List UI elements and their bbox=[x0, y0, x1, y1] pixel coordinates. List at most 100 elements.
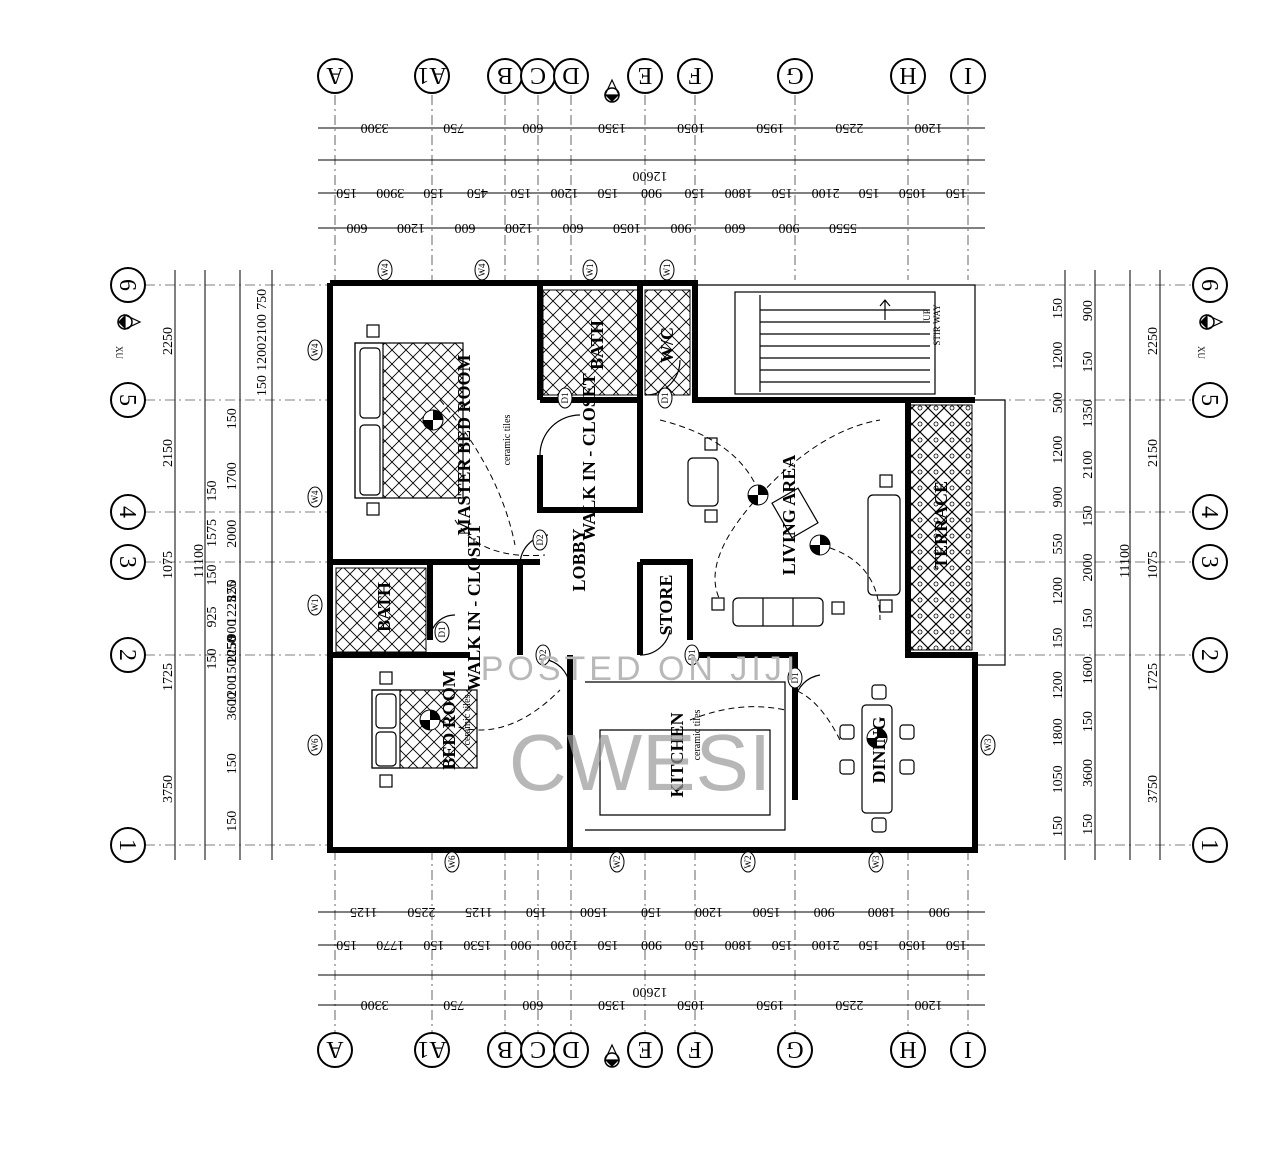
room-label-kitchen: KITCHEN bbox=[667, 712, 687, 797]
dim-bottom_row2-13: 1050 bbox=[899, 937, 927, 952]
dim-bottom_row1-8: 900 bbox=[814, 904, 835, 919]
watermark: POSTED ON JIJI CWESI bbox=[481, 650, 796, 807]
grid-bubble-5-left: 5 bbox=[110, 382, 146, 418]
dim-right_mid-2: 500 bbox=[1051, 392, 1066, 413]
dim-top_row3-13: 1050 bbox=[899, 185, 927, 200]
door-swings bbox=[429, 359, 821, 701]
dim-bottom_row2-14: 150 bbox=[946, 937, 967, 952]
dim-bottom-total: 12600 bbox=[633, 984, 668, 999]
terrace-floor bbox=[909, 404, 973, 651]
room-label-walkin-1: WALK IN - CLOSET bbox=[579, 373, 599, 541]
svg-text:D2: D2 bbox=[538, 650, 548, 661]
room-label-lobby: LOBBY bbox=[569, 528, 589, 591]
grid-bubble-A-bottom: A bbox=[317, 1032, 353, 1068]
dim-bottom_row2-6: 150 bbox=[597, 937, 618, 952]
tag-w4-d: W4 bbox=[307, 486, 323, 508]
grid-bubble-G-top: G bbox=[777, 58, 813, 94]
svg-text:A: A bbox=[326, 1036, 344, 1062]
svg-text:D: D bbox=[562, 62, 579, 88]
svg-text:I: I bbox=[964, 1036, 972, 1062]
grid-bubble-H-top: H bbox=[890, 58, 926, 94]
bed-icon bbox=[371, 671, 478, 788]
dim-left_inner_c-2: 1200 bbox=[255, 343, 270, 371]
room-label-terrace: TERRACE bbox=[931, 481, 951, 569]
dim-top_row4-6: 900 bbox=[671, 220, 692, 235]
dim-right_outer-2: 1075 bbox=[1146, 551, 1161, 579]
svg-text:I: I bbox=[964, 62, 972, 88]
dim-top_row1-3: 1350 bbox=[598, 120, 626, 135]
dim-top_row3-11: 2100 bbox=[812, 185, 840, 200]
tag-w4-b: W4 bbox=[474, 259, 490, 281]
dim-top_row4-9: 5550 bbox=[829, 220, 857, 235]
grid-bubble-4-right: 4 bbox=[1192, 494, 1228, 530]
dim-left_outer-0: 2250 bbox=[161, 327, 176, 355]
grid-bubble-F-top: F bbox=[677, 58, 713, 94]
dim-bottom_row4-4: 1050 bbox=[677, 997, 705, 1012]
tag-w3-a: W3 bbox=[868, 851, 884, 873]
room-label-stair: STIR WAY bbox=[932, 304, 942, 346]
dim-top_row4-0: 600 bbox=[347, 220, 368, 235]
dim-left_mid-4: 150 bbox=[205, 649, 220, 670]
dim-left-total: 11100 bbox=[192, 544, 207, 578]
dim-bottom_row2-11: 2100 bbox=[812, 937, 840, 952]
ceiling-fan-icons bbox=[419, 409, 888, 749]
grid-bubble-B-top: B bbox=[487, 58, 523, 94]
dim-bottom_row2-9: 1800 bbox=[725, 937, 753, 952]
dim-top_row4-7: 600 bbox=[725, 220, 746, 235]
dim-left_inner_a-5: 1200 bbox=[225, 676, 240, 704]
dim-top_row4-8: 900 bbox=[779, 220, 800, 235]
dim-left_inner_b-0: 150 bbox=[225, 408, 240, 429]
grid-bubble-6-right: 6 bbox=[1192, 267, 1228, 303]
dim-left_inner_b-6: 150 bbox=[225, 753, 240, 774]
dim-left_outer-3: 1725 bbox=[161, 663, 176, 691]
dim-right_mid-4: 900 bbox=[1051, 486, 1066, 507]
svg-text:4: 4 bbox=[114, 506, 140, 518]
svg-text:3: 3 bbox=[1196, 556, 1222, 568]
svg-text:W3: W3 bbox=[871, 855, 881, 868]
dim-right_mid-10: 1050 bbox=[1051, 765, 1066, 793]
room-label-wc: W/C bbox=[657, 327, 677, 363]
dim-top_row1-4: 1050 bbox=[677, 120, 705, 135]
dim-right_mid-3: 1200 bbox=[1051, 436, 1066, 464]
svg-text:F: F bbox=[688, 62, 701, 88]
tag-d1-b: D1 bbox=[657, 387, 673, 409]
dim-bottom_row1-9: 1800 bbox=[868, 904, 896, 919]
grid-bubble-A1-top: A1 bbox=[414, 58, 450, 94]
dim-top_row3-9: 1800 bbox=[725, 185, 753, 200]
dim-left_mid-1: 1575 bbox=[205, 519, 220, 547]
grid-bubble-D-top: D bbox=[553, 58, 589, 94]
master-bed-icon bbox=[354, 324, 464, 516]
room-sub-kitchen: ceramic tiles bbox=[692, 709, 703, 760]
dim-left_inner_b-1: 1700 bbox=[225, 462, 240, 490]
svg-text:H: H bbox=[899, 62, 916, 88]
dim-bottom_row2-8: 150 bbox=[685, 937, 706, 952]
dim-top_row1-5: 1950 bbox=[756, 120, 784, 135]
dim-left_inner_b-2: 2000 bbox=[225, 520, 240, 548]
svg-text:W1: W1 bbox=[310, 599, 320, 612]
room-label-store: STORE bbox=[656, 575, 676, 636]
grid-bubble-E-top: E bbox=[627, 58, 663, 94]
svg-text:W4: W4 bbox=[477, 263, 487, 276]
svg-text:3: 3 bbox=[114, 556, 140, 568]
dim-top_row1-2: 600 bbox=[522, 120, 543, 135]
svg-text:A1: A1 bbox=[417, 1036, 446, 1062]
svg-text:5: 5 bbox=[1196, 394, 1222, 406]
dim-right_outer-0: 2250 bbox=[1146, 327, 1161, 355]
dim-right_inner-7: 1600 bbox=[1081, 656, 1096, 684]
dim-bottom_row4-1: 750 bbox=[443, 997, 464, 1012]
dim-bottom_row2-5: 1200 bbox=[550, 937, 578, 952]
svg-text:E: E bbox=[638, 62, 653, 88]
tag-w1-b: W1 bbox=[659, 259, 675, 281]
grid-bubble-D-bottom: D bbox=[553, 1032, 589, 1068]
dim-left_outer-4: 3750 bbox=[161, 775, 176, 803]
svg-text:W4: W4 bbox=[380, 263, 390, 276]
svg-text:W2: W2 bbox=[612, 856, 622, 869]
dimension-lines bbox=[145, 95, 1193, 1032]
grid-bubble-3-left: 3 bbox=[110, 544, 146, 580]
dim-right_mid-6: 1200 bbox=[1051, 577, 1066, 605]
room-sub-master: ceramic tiles bbox=[502, 414, 513, 465]
svg-text:W4: W4 bbox=[310, 490, 320, 503]
dim-left_inner_a-3: 1050 bbox=[225, 636, 240, 664]
tag-w6-a: W6 bbox=[307, 734, 323, 756]
